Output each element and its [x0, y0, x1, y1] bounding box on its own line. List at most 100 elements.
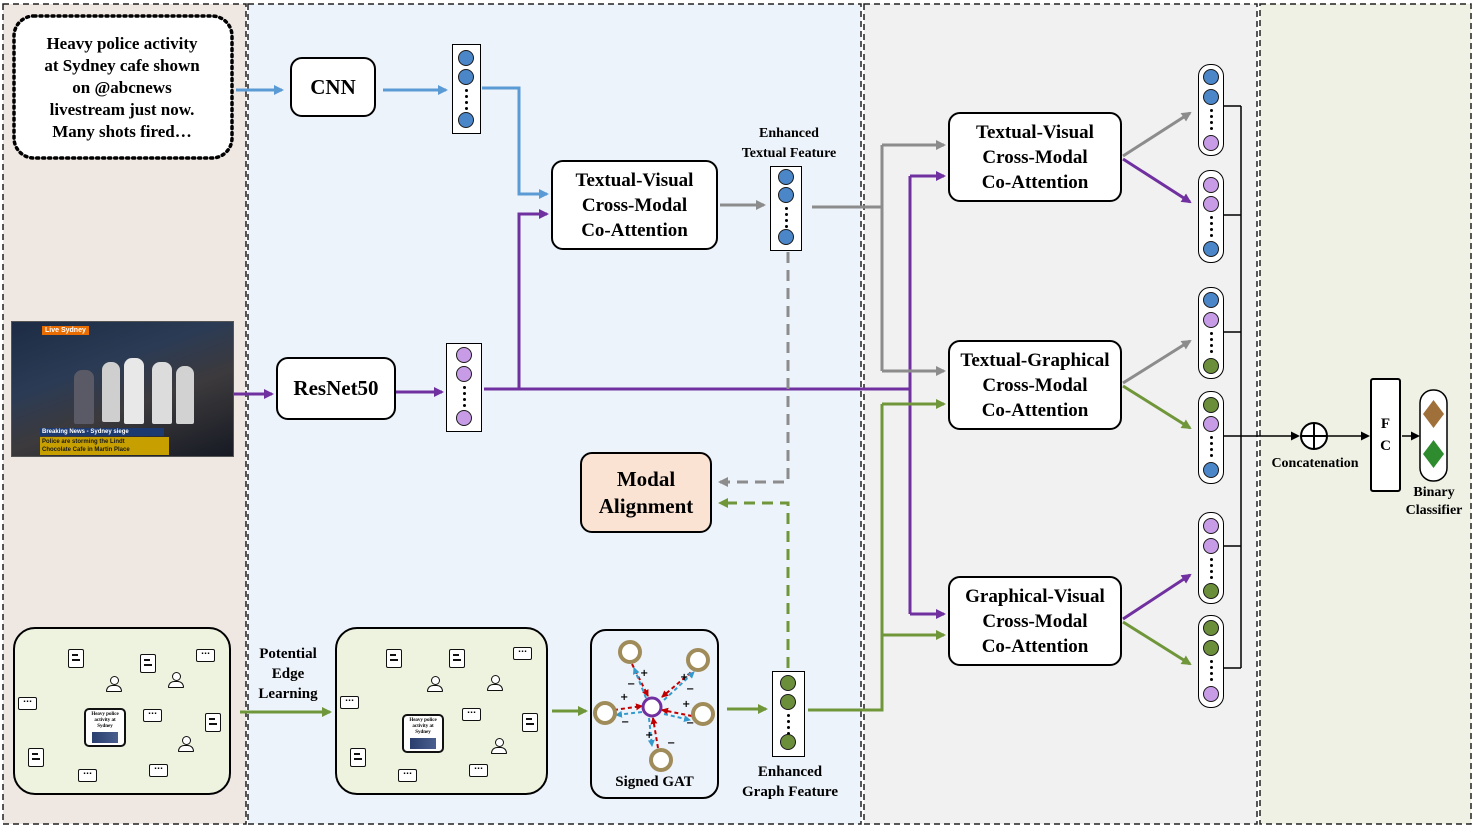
tweet-line: livestream just now. — [49, 100, 195, 119]
fusion-gv-coattention: Graphical-Visual Cross-Modal Co-Attentio… — [948, 576, 1122, 666]
document-icon — [140, 654, 156, 673]
gat-sign: − — [686, 718, 695, 729]
fc-line: C — [1380, 438, 1391, 454]
comment-icon: ··· — [513, 647, 532, 660]
modal-alignment-line: Alignment — [598, 493, 694, 518]
user-icon — [491, 738, 507, 754]
ellipsis-dot — [1209, 678, 1213, 681]
concatenation-label: Concatenation — [1271, 456, 1359, 471]
concat-bracket — [1224, 105, 1242, 669]
resnet-label: ResNet50 — [293, 376, 379, 400]
ellipsis-dot — [1209, 666, 1213, 669]
ellipsis-dot — [784, 219, 788, 222]
feature-dot — [1203, 89, 1219, 105]
ellipsis-dot — [1209, 672, 1213, 675]
ellipsis-dot — [784, 207, 788, 210]
document-icon — [449, 649, 465, 668]
enhanced-textual-line: Textual Feature — [741, 146, 837, 161]
feature-dot — [456, 410, 472, 426]
user-icon — [178, 736, 194, 752]
fusion-gv-line: Graphical-Visual — [965, 585, 1105, 607]
comment-icon: ··· — [149, 764, 168, 777]
arrow-gv-out2 — [1122, 620, 1192, 666]
image-crowd — [176, 366, 194, 424]
fusion-tv-coattention: Textual-Visual Cross-Modal Co-Attention — [948, 112, 1122, 202]
feature-dot — [1203, 640, 1219, 656]
feature-dot — [1203, 462, 1219, 478]
arrow-gv-out1 — [1122, 573, 1192, 621]
tv-enhance-line: Co-Attention — [581, 219, 688, 241]
feature-dot — [778, 187, 794, 203]
user-icon — [427, 676, 443, 692]
image-crowd — [124, 358, 144, 424]
potential-edge-label: Potential Edge Learning — [246, 644, 330, 704]
document-icon — [522, 713, 538, 732]
arrow-tv-out2 — [1122, 157, 1192, 204]
fusion-gv-line: Co-Attention — [981, 635, 1089, 657]
ellipsis-dot — [784, 225, 788, 228]
fusion-tv-line: Cross-Modal — [982, 146, 1088, 168]
source-post-thumbnail — [410, 738, 436, 749]
enhanced-textual-label: Enhanced Textual Feature — [730, 124, 848, 164]
feature-dot — [1203, 620, 1219, 636]
feature-dot — [1203, 416, 1219, 432]
gat-center-node — [641, 696, 663, 718]
source-post-node: Heavy police activity at Sydney — [84, 708, 126, 747]
tweet-text: Heavy police activity at Sydney cafe sho… — [20, 33, 224, 143]
comment-icon: ··· — [143, 709, 162, 722]
arrow-tg-out2 — [1122, 384, 1192, 430]
feature-dot — [1203, 686, 1219, 702]
ellipsis-dot — [1209, 222, 1213, 225]
cnn-label: CNN — [310, 74, 356, 99]
ellipsis-dot — [1209, 228, 1213, 231]
gat-sign: − — [667, 738, 676, 749]
feature-dot — [1203, 397, 1219, 413]
source-post-node: Heavy police activity at Sydney — [402, 714, 444, 753]
document-icon — [68, 649, 84, 668]
tv-enhance-line: Textual-Visual — [575, 169, 694, 191]
fusion-tg-line: Cross-Modal — [982, 374, 1088, 396]
fc-layer: F C — [1370, 378, 1401, 492]
feature-dot — [456, 366, 472, 382]
class-diamond-brown — [1423, 400, 1444, 428]
ellipsis-dot — [1209, 570, 1213, 573]
image-caption-line: Chocolate Cafe in Martin Place — [42, 447, 130, 453]
ellipsis-dot — [462, 404, 466, 407]
document-icon — [28, 748, 44, 767]
fusion-tg-line: Textual-Graphical — [960, 349, 1110, 371]
gat-sign: − — [627, 679, 636, 690]
gat-sign: + — [645, 730, 654, 741]
comment-icon: ··· — [469, 764, 488, 777]
ellipsis-dot — [464, 95, 468, 98]
ellipsis-dot — [1209, 332, 1213, 335]
enhanced-textual-line: Enhanced — [759, 126, 819, 141]
ellipsis-dot — [464, 107, 468, 110]
image-live-tag: Live Sydney — [42, 326, 89, 335]
ellipsis-dot — [786, 714, 790, 717]
ellipsis-dot — [786, 726, 790, 729]
potential-edge-line: Learning — [258, 686, 318, 702]
ellipsis-dot — [1209, 454, 1213, 457]
gat-sign: − — [686, 684, 695, 695]
source-post-text: Heavy police activity at Sydney — [409, 718, 437, 735]
ellipsis-dot — [1209, 121, 1213, 124]
ellipsis-dot — [1209, 338, 1213, 341]
image-crowd — [74, 370, 94, 424]
feature-dot — [1203, 241, 1219, 257]
fusion-gv-line: Cross-Modal — [982, 610, 1088, 632]
document-icon — [350, 748, 366, 767]
source-post-thumbnail — [92, 732, 118, 743]
gat-sign: + — [682, 699, 691, 710]
ellipsis-dot — [1209, 558, 1213, 561]
feature-dot — [1203, 69, 1219, 85]
comment-icon: ··· — [18, 697, 37, 710]
ellipsis-dot — [1209, 115, 1213, 118]
image-caption: Police are storming the Lindt Chocolate … — [40, 437, 169, 455]
gat-sign: − — [621, 717, 630, 728]
potential-edge-line: Potential — [259, 646, 317, 662]
arrow-text-alignment — [718, 252, 790, 487]
ellipsis-dot — [1209, 442, 1213, 445]
fusion-tv-line: Textual-Visual — [976, 121, 1094, 143]
ellipsis-dot — [1209, 216, 1213, 219]
comment-icon: ··· — [340, 696, 359, 709]
